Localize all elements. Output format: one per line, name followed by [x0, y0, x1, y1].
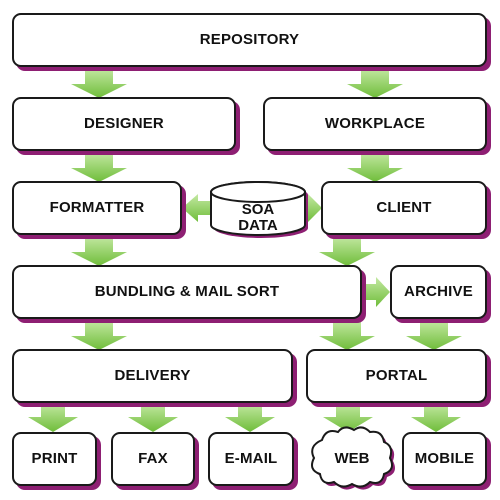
arrow-delivery-print: [28, 403, 78, 432]
arrow-bundling-delivery: [71, 320, 127, 350]
portal-box: PORTAL: [306, 349, 487, 403]
designer-label: DESIGNER: [84, 115, 164, 133]
arrow-delivery-email: [225, 403, 275, 432]
portal-label: PORTAL: [365, 367, 428, 385]
client-box: CLIENT: [321, 181, 487, 235]
soa-data-line-2: DATA: [238, 217, 278, 234]
arrow-repository-workplace: [347, 68, 403, 98]
fax-label: FAX: [138, 450, 168, 468]
client-label: CLIENT: [376, 199, 432, 217]
workplace-label: WORKPLACE: [324, 115, 426, 133]
arrow-designer-formatter: [71, 152, 127, 182]
fax-box: FAX: [111, 432, 195, 486]
designer-box: DESIGNER: [12, 97, 236, 151]
email-label: E-MAIL: [224, 450, 278, 468]
email-box: E-MAIL: [208, 432, 294, 486]
arrow-bundling-archive: [364, 277, 390, 307]
repository-label: REPOSITORY: [199, 31, 300, 49]
archive-box: ARCHIVE: [390, 265, 487, 319]
arrow-repository-designer: [71, 68, 127, 98]
arrow-bundling-portal: [319, 320, 375, 350]
arrow-archive-portal: [406, 320, 462, 350]
arrow-workplace-client: [347, 152, 403, 182]
arrow-client-bundling: [319, 236, 375, 266]
arrow-formatter-bundling: [71, 236, 127, 266]
formatter-label: FORMATTER: [49, 199, 145, 217]
print-label: PRINT: [31, 450, 78, 468]
arrow-soa-formatter: [182, 194, 212, 222]
soa-data-line-1: SOA: [241, 201, 275, 219]
workplace-box: WORKPLACE: [263, 97, 487, 151]
formatter-box: FORMATTER: [12, 181, 182, 235]
bundling-label: BUNDLING & MAIL SORT: [94, 283, 280, 301]
bundling-box: BUNDLING & MAIL SORT: [12, 265, 362, 319]
arrow-delivery-fax: [128, 403, 178, 432]
mobile-box: MOBILE: [402, 432, 487, 486]
mobile-label: MOBILE: [414, 450, 475, 468]
archive-label: ARCHIVE: [404, 283, 473, 301]
delivery-label: DELIVERY: [114, 367, 191, 385]
arrow-portal-mobile: [411, 403, 461, 432]
arrow-portal-web: [323, 403, 373, 432]
arrow-soa-client: [306, 194, 322, 222]
soa-data-label: SOA DATA: [211, 199, 305, 237]
print-box: PRINT: [12, 432, 97, 486]
repository-box: REPOSITORY: [12, 13, 487, 67]
delivery-box: DELIVERY: [12, 349, 293, 403]
web-label: WEB: [334, 450, 370, 468]
